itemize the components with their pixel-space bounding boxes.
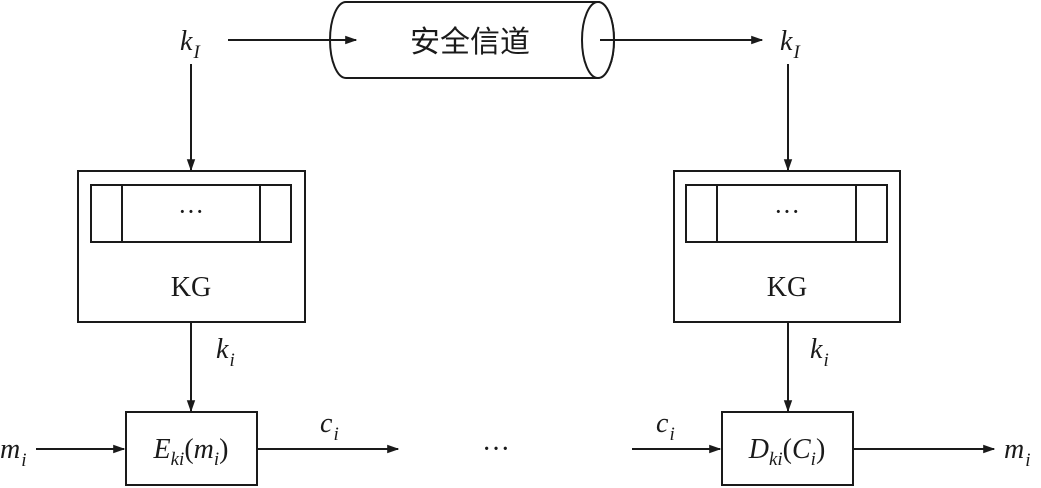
- secure-channel: 安全信道: [329, 1, 615, 79]
- left-stream-key-label: ki: [216, 334, 235, 371]
- encrypt-box: Eki(mi): [125, 411, 258, 486]
- left-register-dots: ···: [178, 197, 204, 226]
- ciphertext-output-label: ci: [320, 408, 339, 445]
- right-master-key-label: kI: [780, 26, 801, 63]
- decrypt-function-label: Dki(Ci): [748, 434, 826, 470]
- right-kg-label: KG: [767, 272, 807, 303]
- left-master-key-label: kI: [180, 26, 201, 63]
- right-kg-box: ··· KG: [673, 170, 901, 323]
- left-shift-register: [90, 184, 292, 243]
- left-kg-label: KG: [171, 272, 211, 303]
- transmission-dots: ···: [482, 434, 510, 465]
- right-stream-key-label: ki: [810, 334, 829, 371]
- plaintext-input-label: mi: [0, 434, 27, 471]
- encrypt-function-label: Eki(mi): [153, 434, 229, 470]
- plaintext-output-label: mi: [1004, 434, 1031, 471]
- ciphertext-input-label: ci: [656, 408, 675, 445]
- secure-channel-label: 安全信道: [410, 25, 530, 60]
- left-kg-box: ··· KG: [77, 170, 306, 323]
- decrypt-box: Dki(Ci): [721, 411, 854, 486]
- right-shift-register: [685, 184, 888, 243]
- right-register-dots: ···: [774, 197, 800, 226]
